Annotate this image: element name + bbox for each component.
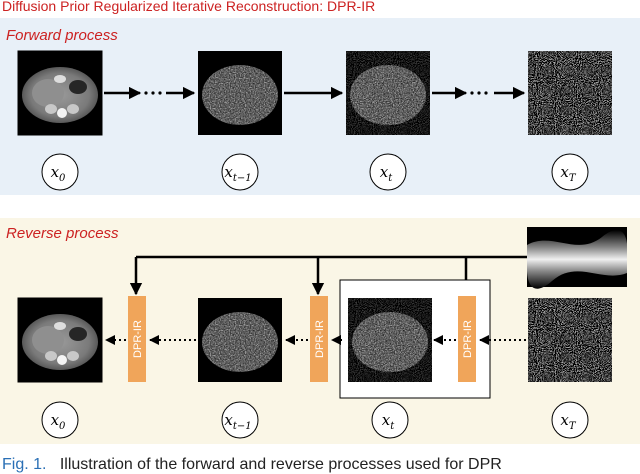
noisy-body-texture bbox=[202, 312, 278, 372]
dpr-ir-block-rect bbox=[458, 296, 476, 382]
noise-overlay bbox=[348, 298, 432, 382]
ct-spine bbox=[57, 355, 67, 365]
dpr-ir-block-3: DPR-IR bbox=[458, 296, 476, 382]
variable-subscript: t−1 bbox=[233, 421, 252, 432]
ct-liver bbox=[32, 326, 64, 354]
figure-number: Fig. 1. bbox=[2, 456, 47, 473]
ct-liver bbox=[32, 79, 64, 107]
variable-circle bbox=[221, 153, 259, 191]
dpr-ir-block-label: DPR-IR bbox=[132, 320, 144, 358]
reverse-state-label-1: xt−1 bbox=[221, 401, 259, 439]
reverse-state-label-3: xT bbox=[551, 401, 589, 439]
noise-overlay bbox=[346, 51, 430, 135]
reverse-image-x0 bbox=[17, 297, 103, 383]
ct-vessel bbox=[54, 75, 66, 83]
forward-ellipsis-2 bbox=[470, 91, 488, 95]
ct-bowel-gas bbox=[69, 80, 87, 94]
variable-subscript: t bbox=[390, 421, 395, 432]
dpr-ir-block-2: DPR-IR bbox=[310, 296, 328, 382]
reverse-image-xt bbox=[348, 298, 432, 382]
ct-spine bbox=[57, 108, 67, 118]
sinogram-band bbox=[527, 230, 627, 289]
diagram-title: Diffusion Prior Regularized Iterative Re… bbox=[2, 0, 376, 14]
variable-subscript: 0 bbox=[59, 421, 66, 432]
ct-kidney-right bbox=[67, 104, 79, 114]
ellipsis-dot bbox=[484, 91, 488, 95]
forward-state-label-2: xt bbox=[369, 153, 407, 191]
reverse-image-xt-1 bbox=[198, 298, 282, 382]
forward-ellipsis-1 bbox=[144, 91, 162, 95]
variable-subscript: t bbox=[388, 173, 393, 184]
caption-text: Illustration of the forward and reverse … bbox=[59, 456, 502, 473]
forward-state-label-0: x0 bbox=[41, 153, 79, 191]
ellipsis-dot bbox=[470, 91, 474, 95]
dpr-ir-block-label: DPR-IR bbox=[314, 320, 326, 358]
ellipsis-dot bbox=[151, 91, 155, 95]
forward-image-xt-1 bbox=[198, 51, 282, 135]
variable-circle bbox=[371, 401, 409, 439]
dpr-ir-block-1: DPR-IR bbox=[128, 296, 146, 382]
forward-state-label-1: xt−1 bbox=[221, 153, 259, 191]
forward-image-x0 bbox=[17, 50, 103, 136]
ct-frame bbox=[17, 297, 103, 383]
dpr-ir-block-label: DPR-IR bbox=[462, 320, 474, 358]
variable-subscript: T bbox=[569, 421, 577, 432]
dpr-ir-block-rect bbox=[310, 296, 328, 382]
forward-image-xt bbox=[346, 51, 430, 135]
ct-frame bbox=[17, 50, 103, 136]
variable-subscript: T bbox=[569, 173, 577, 184]
dpr-ir-block-rect bbox=[128, 296, 146, 382]
variable-circle bbox=[41, 153, 79, 191]
variable-circle bbox=[369, 153, 407, 191]
ct-kidney-left bbox=[45, 104, 57, 114]
forward-process-label: Forward process bbox=[6, 27, 118, 44]
variable-circle bbox=[551, 401, 589, 439]
measurement-sinogram bbox=[527, 227, 627, 289]
noise-texture bbox=[528, 298, 612, 382]
variable-subscript: 0 bbox=[59, 173, 66, 184]
ct-vessel bbox=[54, 322, 66, 330]
variable-circle bbox=[41, 401, 79, 439]
variable-circle bbox=[551, 153, 589, 191]
noisy-body-texture bbox=[202, 65, 278, 125]
noise-texture bbox=[528, 51, 612, 135]
forward-state-label-3: xT bbox=[551, 153, 589, 191]
reverse-state-label-2: xt bbox=[371, 401, 409, 439]
reverse-process-label: Reverse process bbox=[6, 225, 119, 242]
ct-kidney-right bbox=[67, 351, 79, 361]
figure-caption: Fig. 1. Illustration of the forward and … bbox=[2, 456, 502, 474]
reverse-image-xT bbox=[528, 298, 612, 382]
ellipsis-dot bbox=[477, 91, 481, 95]
reverse-state-label-0: x0 bbox=[41, 401, 79, 439]
ct-bowel-gas bbox=[69, 327, 87, 341]
ellipsis-dot bbox=[144, 91, 148, 95]
variable-circle bbox=[221, 401, 259, 439]
ct-kidney-left bbox=[45, 351, 57, 361]
variable-subscript: t−1 bbox=[233, 173, 252, 184]
forward-image-xT bbox=[528, 51, 612, 135]
ellipsis-dot bbox=[158, 91, 162, 95]
